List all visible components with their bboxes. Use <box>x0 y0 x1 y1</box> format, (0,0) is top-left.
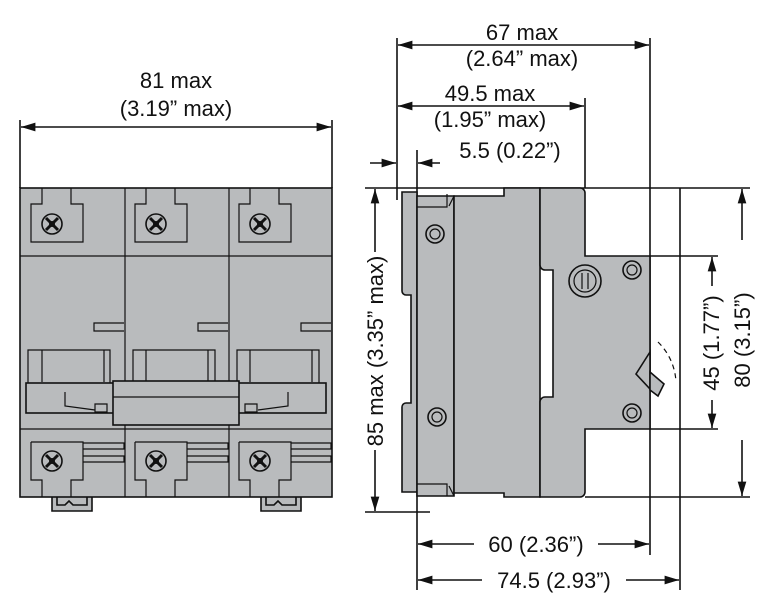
handle-assembly <box>25 349 327 426</box>
body-height-label: 80 (3.15”) <box>730 292 755 387</box>
side-view: 67 max (2.64” max) 49.5 max (1.95” max) … <box>363 20 755 593</box>
screw-icon <box>40 449 64 473</box>
depth-front-inches-label: (1.95” max) <box>434 107 546 132</box>
din-clip <box>401 191 418 493</box>
depth-front-label: 49.5 max <box>445 81 536 106</box>
bottom-terminals <box>30 441 332 497</box>
din-foot-left <box>51 497 93 512</box>
depth-max-label: 67 max <box>486 20 558 45</box>
screw-icon <box>568 264 602 298</box>
toggle-lever <box>634 341 677 398</box>
screw-icon <box>144 212 168 236</box>
depth-max-inches-label: (2.64” max) <box>466 46 578 71</box>
width-label: 81 max <box>140 68 212 93</box>
breaker-body-front <box>19 187 333 498</box>
screw-icon <box>144 449 168 473</box>
screw-icon <box>248 212 272 236</box>
depth-60-label: 60 (2.36”) <box>488 532 583 557</box>
din-foot-right <box>260 497 302 512</box>
screw-icon <box>40 212 64 236</box>
rail-offset-label: 5.5 (0.22”) <box>459 138 561 163</box>
breaker-body-side <box>539 187 651 498</box>
depth-745-label: 74.5 (2.93”) <box>497 568 611 593</box>
screw-icon <box>248 449 272 473</box>
width-label-inches: (3.19” max) <box>120 96 232 121</box>
front-view: 81 max (3.19” max) <box>19 68 333 512</box>
toggle-handle <box>112 380 240 426</box>
front-height-label: 45 (1.77”) <box>699 295 724 390</box>
top-terminals <box>30 188 292 243</box>
height-max-label: 85 max (3.35” max) <box>363 256 388 447</box>
